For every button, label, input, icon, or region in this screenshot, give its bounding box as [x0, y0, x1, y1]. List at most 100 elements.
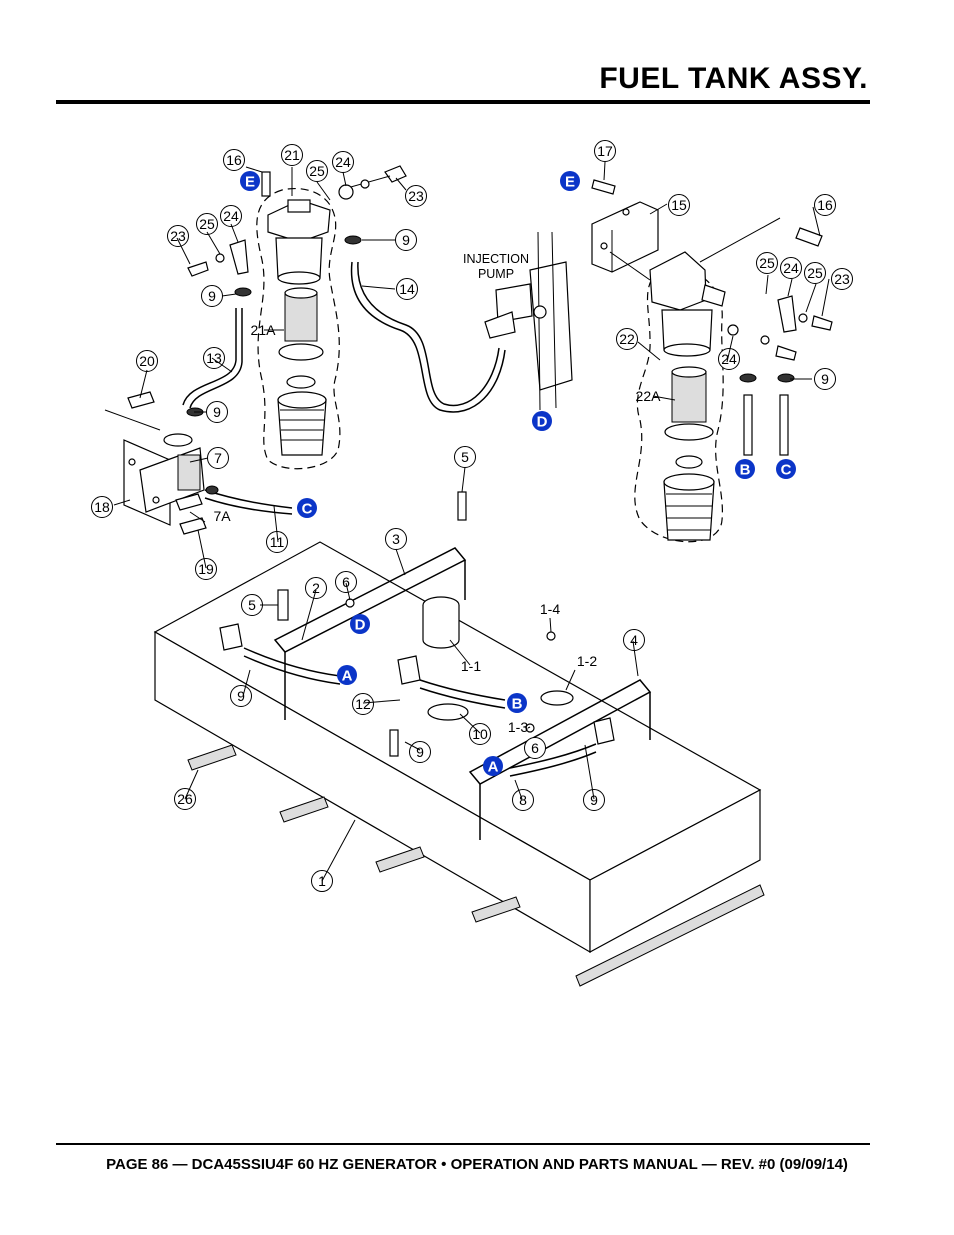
reference-label: C [781, 462, 792, 479]
leader-lines [113, 161, 830, 882]
reference-label: D [355, 617, 366, 634]
callout-23: 23 [167, 225, 189, 247]
callout-5: 5 [454, 446, 476, 468]
callout-label: 24 [783, 260, 799, 276]
reference-label: D [537, 414, 548, 431]
callout-25: 25 [756, 252, 778, 274]
callout-25: 25 [804, 262, 826, 284]
callout-9: 9 [206, 401, 228, 423]
callout-label: 7A [213, 508, 231, 524]
callout-label: 18 [94, 499, 110, 515]
callout-label: 9 [208, 288, 216, 304]
callout-label: 9 [402, 232, 410, 248]
callout-label: 15 [671, 197, 687, 213]
callout-9: 9 [814, 368, 836, 390]
callout-label: 8 [519, 792, 527, 808]
reference-label: A [488, 759, 499, 776]
callout-label: 25 [759, 255, 775, 271]
callout-label: 17 [597, 143, 613, 159]
callout-label: 24 [335, 154, 351, 170]
callout-label: 1-4 [540, 601, 560, 617]
injection-pump [484, 231, 573, 411]
callout-1-1: 1-1 [461, 658, 481, 674]
reference-c: C [776, 459, 796, 479]
callout-8: 8 [512, 789, 534, 811]
callout-label: 25 [309, 163, 325, 179]
callout-23: 23 [831, 268, 853, 290]
callout-2: 2 [305, 577, 327, 599]
callout-label: 3 [392, 531, 400, 547]
reference-label: B [512, 696, 523, 713]
reference-e: E [240, 171, 260, 191]
footer-rule [56, 1143, 870, 1145]
reference-label: B [740, 462, 751, 479]
callout-17: 17 [594, 140, 616, 162]
callout-1-4: 1-4 [540, 601, 560, 617]
injection-label-1: INJECTION [463, 252, 529, 266]
callout-label: 24 [223, 208, 239, 224]
callout-label: 23 [408, 188, 424, 204]
callout-25: 25 [196, 213, 218, 235]
callout-12: 12 [352, 693, 374, 715]
left-filter-assembly [182, 165, 506, 470]
callout-label: 7 [214, 450, 222, 466]
page-footer: PAGE 86 — DCA45SSIU4F 60 HZ GENERATOR • … [106, 1156, 848, 1173]
reference-d: D [350, 614, 370, 634]
callout-21: 21 [281, 144, 303, 166]
callout-3: 3 [385, 528, 407, 550]
callout-label: 9 [416, 744, 424, 760]
right-filter-assembly [591, 179, 833, 543]
injection-label-2: PUMP [478, 267, 514, 281]
reference-a: A [337, 665, 357, 685]
callout-19: 19 [195, 558, 217, 580]
callout-label: 16 [817, 197, 833, 213]
callout-label: 5 [461, 449, 469, 465]
callout-15: 15 [668, 194, 690, 216]
page-title: FUEL TANK ASSY. [599, 62, 868, 95]
callout-label: 20 [139, 353, 155, 369]
reference-d: D [532, 411, 552, 431]
reference-label: A [342, 668, 353, 685]
callout-20: 20 [136, 350, 158, 372]
callout-24: 24 [332, 151, 354, 173]
callout-25: 25 [306, 160, 328, 182]
header-rule [56, 100, 870, 104]
callout-label: 25 [199, 216, 215, 232]
callout-label: 1-2 [577, 653, 597, 669]
callout-label: 2 [312, 580, 320, 596]
reference-b: B [507, 693, 527, 713]
callout-label: 5 [248, 597, 256, 613]
callout-22: 22 [616, 328, 638, 350]
callout-7A: 7A [213, 508, 231, 524]
callout-24: 24 [780, 257, 802, 279]
callout-24: 24 [220, 205, 242, 227]
callout-7: 7 [207, 447, 229, 469]
callout-6: 6 [524, 737, 546, 759]
callout-label: 6 [342, 574, 350, 590]
callout-9: 9 [201, 285, 223, 307]
callout-16: 16 [223, 149, 245, 171]
callout-9: 9 [409, 741, 431, 763]
callout-label: 23 [170, 228, 186, 244]
callout-23: 23 [405, 185, 427, 207]
reference-e: E [560, 171, 580, 191]
callout-label: 21 [284, 147, 300, 163]
callout-14: 14 [396, 278, 418, 300]
callout-label: 24 [721, 351, 737, 367]
callout-5: 5 [241, 594, 263, 616]
callout-13: 13 [203, 347, 225, 369]
callout-label: 9 [213, 404, 221, 420]
callout-label: 11 [270, 534, 285, 550]
callout-label: 22A [636, 388, 662, 404]
callout-label: 21A [251, 322, 277, 338]
callout-label: 6 [531, 740, 539, 756]
reference-a: A [483, 756, 503, 776]
callout-9: 9 [395, 229, 417, 251]
callout-label: 16 [226, 152, 242, 168]
callout-9: 9 [230, 685, 252, 707]
callout-1-3: 1-3 [508, 719, 528, 735]
reference-label: C [302, 501, 313, 518]
reference-b: B [735, 459, 755, 479]
reference-label: E [565, 174, 575, 191]
